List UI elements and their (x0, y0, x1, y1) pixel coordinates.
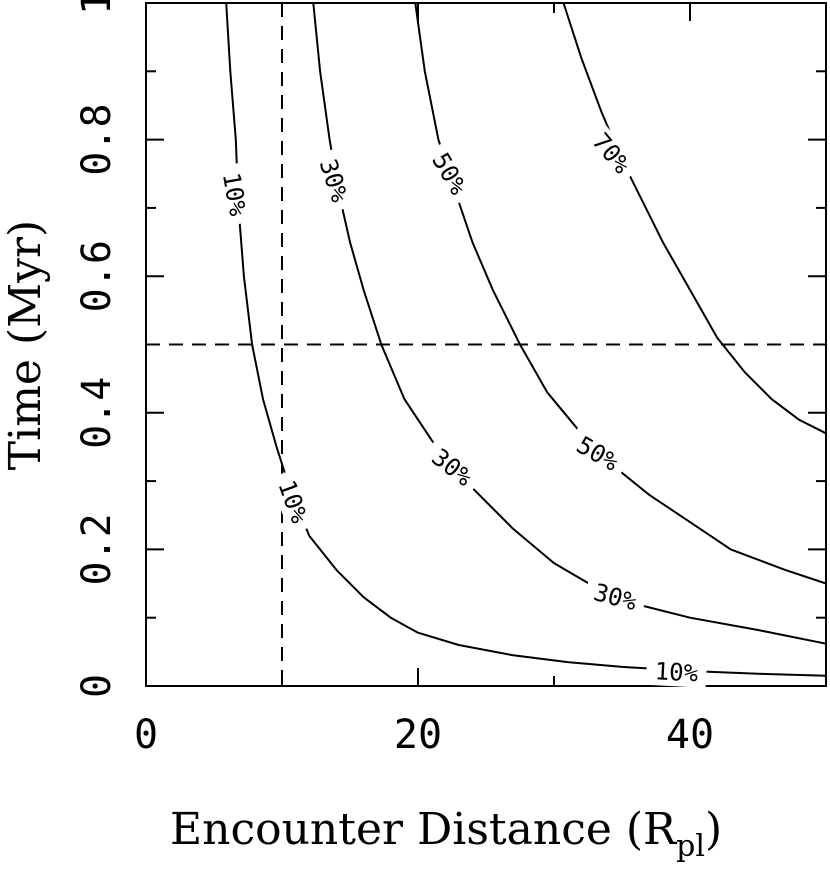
contour-line-50pct (414, 2, 827, 585)
contour-label-background (311, 147, 357, 214)
x-axis-label-main: Encounter Distance (R (170, 804, 678, 855)
y-tick-label: 1 (74, 0, 120, 15)
contour-line-70pct (562, 2, 827, 435)
contour-label-background (582, 575, 648, 619)
contour-label-background (215, 162, 254, 227)
y-axis-label: Time (Myr) (0, 220, 51, 470)
contour-label-background (645, 656, 708, 688)
contour-label-background (422, 140, 477, 207)
contour-label-background (581, 121, 642, 186)
contour-line-10pct (225, 2, 827, 677)
plot-area (146, 2, 827, 686)
contour-label: 30% (314, 156, 354, 206)
y-tick-label: 0.2 (74, 513, 120, 585)
x-axis-label: Encounter Distance (Rpl) (170, 804, 722, 864)
y-tick-label: 0.6 (74, 240, 120, 312)
contour-label: 10% (654, 657, 699, 687)
x-tick-label: 20 (394, 712, 442, 758)
x-tick-label: 0 (134, 712, 158, 758)
contour-label-background (269, 468, 317, 535)
x-tick-label: 40 (666, 712, 714, 758)
contour-label-background (419, 437, 485, 497)
axis-ticks: 0 20 40 0 0.2 0.4 0.6 0.8 1 (74, 0, 827, 758)
contour-label: 30% (591, 578, 641, 616)
x-axis-label-subscript: pl (676, 829, 705, 864)
y-tick-label: 0.4 (74, 377, 120, 449)
contour-label: 10% (217, 170, 252, 218)
contour-line-30pct (312, 2, 827, 645)
y-tick-label: 0.8 (74, 103, 120, 175)
y-tick-label: 0 (74, 674, 120, 698)
x-axis-label-close: ) (705, 804, 722, 855)
contour-label-background (564, 426, 631, 481)
